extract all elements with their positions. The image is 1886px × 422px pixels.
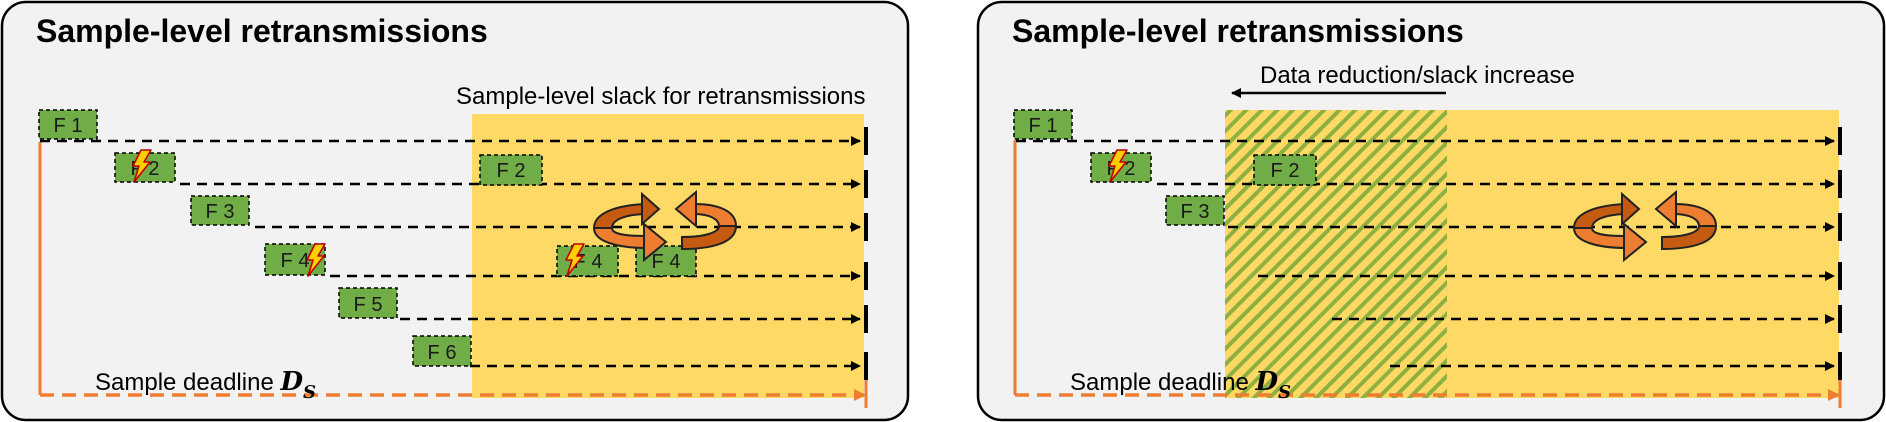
retx-frame-f2: F 2 — [1253, 154, 1317, 186]
panel-left-title: Sample-level retransmissions — [36, 13, 488, 49]
svg-text:F 2: F 2 — [497, 160, 526, 182]
panel-right-title: Sample-level retransmissions — [1012, 13, 1464, 49]
frame-f6: F 6 — [412, 335, 472, 367]
svg-text:F 4: F 4 — [281, 250, 310, 272]
retx-frame-f2: F 2 — [479, 154, 543, 186]
svg-text:F 5: F 5 — [354, 294, 383, 316]
svg-text:F 3: F 3 — [206, 201, 235, 223]
retx-frame-f4-failed: F 4 — [556, 243, 619, 277]
svg-text:F 3: F 3 — [1181, 201, 1210, 223]
panel-right: Sample-level retransmissions Data reduct… — [976, 0, 1886, 422]
frame-f2: F 2 — [114, 149, 176, 183]
svg-text:F 1: F 1 — [54, 115, 83, 137]
panel-left: Sample-level retransmissions Sample-leve… — [0, 0, 910, 422]
deadline-label: Sample deadline DS — [1070, 367, 1291, 403]
frame-f1: F 1 — [38, 109, 98, 140]
data-reduction-region — [1225, 110, 1447, 398]
retx-frame-f4-success: F 4 — [635, 245, 697, 277]
frame-f1: F 1 — [1013, 109, 1073, 140]
frame-f4: F 4 — [264, 243, 326, 277]
svg-text:F 1: F 1 — [1029, 115, 1058, 137]
svg-text:F 2: F 2 — [1271, 160, 1300, 182]
deadline-label: Sample deadline DS — [95, 367, 316, 403]
frame-f2: F 2 — [1090, 149, 1152, 183]
slack-label: Sample-level slack for retransmissions — [456, 83, 865, 110]
frame-timelines — [1016, 136, 1835, 371]
svg-text:F 6: F 6 — [428, 342, 457, 364]
svg-text:F 4: F 4 — [652, 251, 681, 273]
frame-f5: F 5 — [338, 287, 398, 319]
reduction-label: Data reduction/slack increase — [1260, 62, 1575, 89]
frame-f3: F 3 — [1165, 195, 1225, 226]
frame-f3: F 3 — [190, 195, 250, 226]
